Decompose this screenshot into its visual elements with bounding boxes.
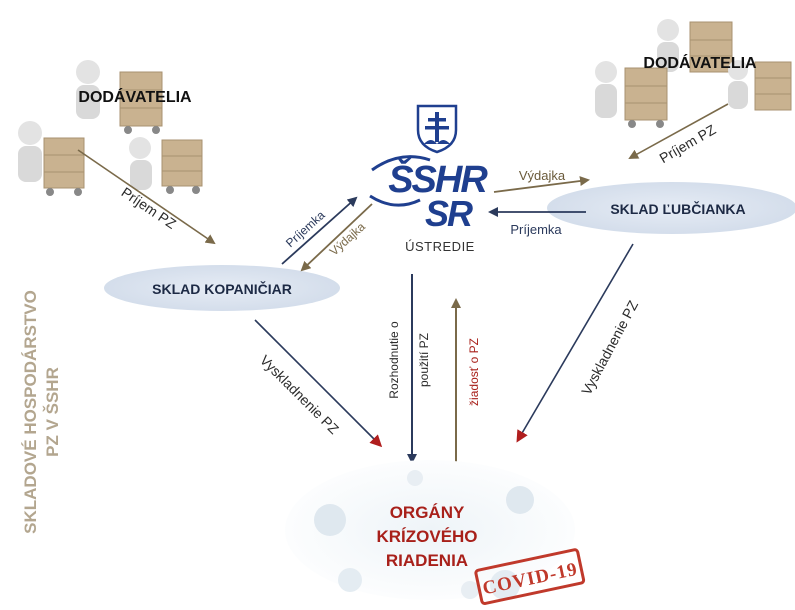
arrow-dispatch-left <box>254 319 383 448</box>
logo-bottom-text: SR <box>425 193 473 234</box>
crisis-line1: ORGÁNY <box>390 503 465 522</box>
decision-label-line2: použití PZ <box>417 333 431 387</box>
warehouse-right-node: SKLAD ĽUBČIANKA <box>547 182 795 234</box>
receipt-right-label: Príjemka <box>510 222 562 237</box>
arrow-receipt-left <box>281 196 358 265</box>
hq-label: ÚSTREDIE <box>405 239 475 254</box>
arrow-receipt-pz-left <box>77 149 216 245</box>
suppliers-right-label: DODÁVATELIA <box>643 53 757 72</box>
request-label: žiadosť o PZ <box>467 338 481 406</box>
side-title-line2: PZ V ŠSHR <box>43 367 62 457</box>
suppliers-left-label: DODÁVATELIA <box>78 87 192 106</box>
arrow-issue-right <box>493 176 590 193</box>
crisis-line2: KRÍZOVÉHO <box>376 527 477 546</box>
arrow-receipt-pz-right <box>628 103 729 159</box>
suppliers-left-illustration <box>18 60 203 196</box>
receipt-pz-right-label: Príjem PZ <box>657 121 719 166</box>
suppliers-right-illustration <box>595 19 792 128</box>
logo-top-text: ŠSHR <box>388 156 488 201</box>
side-title-line1: SKLADOVÉ HOSPODÁRSTVO <box>21 290 40 534</box>
warehouse-left-node: SKLAD KOPANIČIAR <box>104 265 340 311</box>
issue-right-label: Výdajka <box>519 168 566 183</box>
issue-left-label: Výdajka <box>327 219 368 258</box>
warehouse-left-label: SKLAD KOPANIČIAR <box>152 280 292 297</box>
dispatch-right-label: Vyskladnenie PZ <box>578 297 641 397</box>
arrow-dispatch-right <box>516 243 634 443</box>
sshr-logo: ŠSHR SR <box>369 104 490 234</box>
decision-label-line1: Rozhodnutie o <box>387 321 401 399</box>
crisis-line3: RIADENIA <box>386 551 468 570</box>
arrow-issue-left <box>300 203 373 272</box>
warehouse-right-label: SKLAD ĽUBČIANKA <box>610 200 745 217</box>
